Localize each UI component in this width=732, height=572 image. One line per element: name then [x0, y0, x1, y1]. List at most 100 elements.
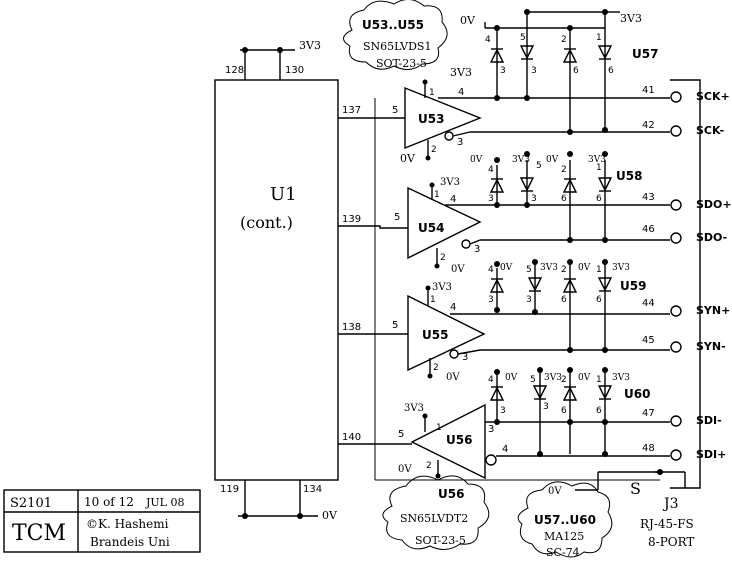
u57-pin-1: 1	[596, 33, 602, 43]
u60-pin-3a: 3	[500, 406, 506, 416]
u57-pin-4: 4	[485, 35, 491, 45]
j3-shield-label: S	[630, 479, 641, 498]
u54-driver: U54 5 3V3 1 4 3 2 0V	[338, 177, 670, 275]
cloud-top: U53..U55 SN65LVDS1 SOT-23-5	[343, 0, 448, 70]
u53-pin-gnd: 2	[431, 145, 437, 155]
j3-pin-num: 42	[642, 120, 655, 131]
u58-pin-1: 1	[596, 163, 602, 173]
j3-pin-row: 44 SYN+	[642, 298, 730, 317]
u60-0v-b: 0V	[578, 373, 591, 383]
u1-rail-0v: 0V	[322, 509, 338, 522]
u59-pin-1: 1	[596, 265, 602, 275]
j3-name: J3	[662, 496, 679, 512]
u55-pin-gnd: 2	[433, 363, 439, 373]
u56-vcc-label: 3V3	[404, 403, 424, 414]
j3-pin-row: 48 SDI+	[642, 443, 726, 461]
u54-label: U54	[418, 221, 444, 235]
u57-label: U57	[632, 47, 658, 61]
u55-buffer	[407, 294, 486, 372]
j3-pin-signal: SDI-	[696, 414, 722, 427]
u53-buffer	[404, 86, 482, 150]
u1-pin-119: 119	[220, 484, 239, 495]
u53-vcc-label: 3V3	[450, 66, 472, 79]
j3-pin-row: 43 SDO+	[642, 192, 732, 211]
u57-pin-5: 5	[520, 33, 526, 43]
u59-pin-3b: 3	[526, 295, 532, 305]
u60-diode-block: 0V 3V3 0V 3V3 4 5 2 1 3 3 6 6 U60	[488, 367, 650, 454]
j3-pin-num: 45	[642, 335, 655, 346]
u54-vcc-label: 3V3	[440, 177, 460, 188]
u1-pin-139: 139	[342, 214, 361, 225]
u1-subtitle: (cont.)	[240, 213, 293, 232]
u54-pin-gnd: 2	[440, 253, 446, 263]
u60-pin-1: 1	[596, 375, 602, 385]
u60-pin-4: 4	[488, 375, 494, 385]
u54-pin-in: 5	[394, 212, 400, 223]
u1-rail-3v3: 3V3	[299, 39, 321, 52]
cloud-u57-line2: MA125	[544, 530, 584, 543]
u57-rail-3v3: 3V3	[620, 12, 642, 25]
u56-pin-in: 5	[398, 429, 404, 440]
u53-label: U53	[418, 112, 444, 126]
u1-block: U1 (cont.) 128 130 3V3 119 134 0V 137 13…	[214, 39, 361, 522]
u57-rail-0v: 0V	[460, 14, 476, 27]
u1-pin-140: 140	[342, 432, 361, 443]
u59-pin-3a: 3	[488, 295, 494, 305]
u59-pin-6a: 6	[561, 295, 567, 305]
u58-3v3: 3V3	[512, 155, 530, 165]
u57-pin-6b: 6	[608, 66, 614, 76]
j3-pin-num: 43	[642, 192, 655, 203]
j3-pin-num: 41	[642, 85, 655, 96]
u55-label: U55	[422, 328, 448, 342]
j3-connector: 0V S J3 RJ-45-FS 8-PORT 41 SCK+ 42 SCK- …	[548, 79, 732, 549]
j3-pin-row: 47 SDI-	[642, 408, 722, 427]
u53-pin-in: 5	[392, 105, 398, 116]
u60-pin-6b: 6	[596, 406, 602, 416]
u59-diode-block: 0V 3V3 0V 3V3 4 5 2 1 3 3 6 6 U59	[488, 259, 646, 350]
u55-vcc-label: 3V3	[432, 282, 452, 293]
u56-label: U56	[446, 433, 472, 447]
u1-pin-134: 134	[303, 484, 322, 495]
title-date: JUL 08	[145, 496, 184, 509]
title-org: Brandeis Uni	[90, 535, 170, 549]
u60-pin-2: 2	[561, 375, 567, 385]
u59-pin-6b: 6	[596, 295, 602, 305]
u56-driver: U56 5 3V3 1 3 4 2 0V	[338, 98, 670, 481]
u56-pin-gnd: 2	[426, 461, 432, 471]
u58-diode-block: 0V 3V3 0V 3V3 4 5 2 1 3 3 6 6 U58	[470, 151, 642, 240]
u53-pin-vcc: 1	[429, 88, 435, 98]
j3-pin-signal: SDO-	[696, 231, 727, 244]
u58-pin-2: 2	[561, 165, 567, 175]
u55-pin-neg: 3	[462, 352, 468, 363]
u53-pin-pos: 4	[458, 87, 464, 98]
u56-gnd-label: 0V	[398, 464, 412, 475]
cloud-u57-line1: U57..U60	[534, 513, 596, 527]
u54-pin-pos: 4	[450, 194, 456, 205]
u58-pin-3b: 3	[531, 194, 537, 204]
title-project: TCM	[12, 521, 66, 546]
u60-pin-3b: 3	[543, 402, 549, 412]
u56-pin-vcc: 1	[436, 423, 442, 433]
cloud-u56-line3: SOT-23-5	[415, 534, 466, 547]
u58-pin-6a: 6	[561, 194, 567, 204]
u55-pin-vcc: 1	[430, 295, 436, 305]
u58-pin-5: 5	[536, 161, 542, 171]
j3-pin-signal: SCK-	[696, 124, 724, 137]
u57-pin-2: 2	[561, 35, 567, 45]
u58-pin-6b: 6	[596, 194, 602, 204]
u1-name: U1	[270, 184, 297, 205]
j3-pin-row: 46 SDO-	[642, 224, 727, 244]
u60-3v3: 3V3	[544, 373, 562, 383]
j3-pin-signal: SDO+	[696, 198, 732, 211]
cloud-top-line2: SN65LVDS1	[363, 40, 431, 53]
j3-pin-signal: SCK+	[696, 90, 730, 103]
j3-pin-signal: SYN-	[696, 340, 726, 353]
u57-pin-6a: 6	[573, 66, 579, 76]
cloud-u56-line1: U56	[438, 487, 464, 501]
title-page: 10 of 12	[84, 495, 134, 509]
u55-pin-in: 5	[392, 320, 398, 331]
j3-desc-line1: RJ-45-FS	[640, 517, 694, 531]
u56-pin-neg: 4	[502, 444, 508, 455]
u58-pin-4: 4	[488, 165, 494, 175]
u1-pin-130: 130	[285, 65, 304, 76]
